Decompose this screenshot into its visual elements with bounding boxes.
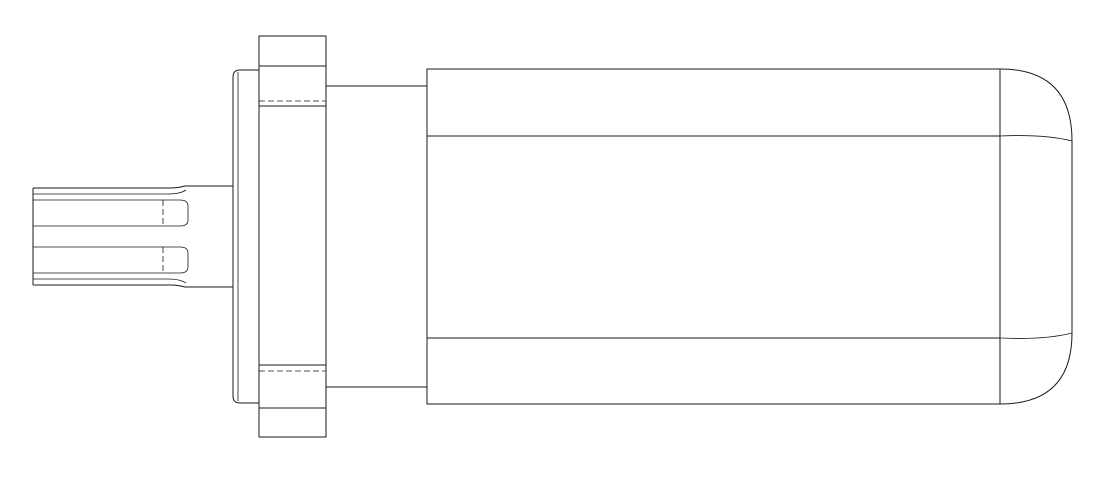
- mounting-flange: [258, 35, 327, 438]
- motor-body: [426, 68, 1001, 405]
- rear-end-cap: [999, 68, 1073, 405]
- front-pilot: [232, 69, 259, 404]
- output-shaft: [32, 185, 233, 288]
- flange-neck: [326, 85, 427, 388]
